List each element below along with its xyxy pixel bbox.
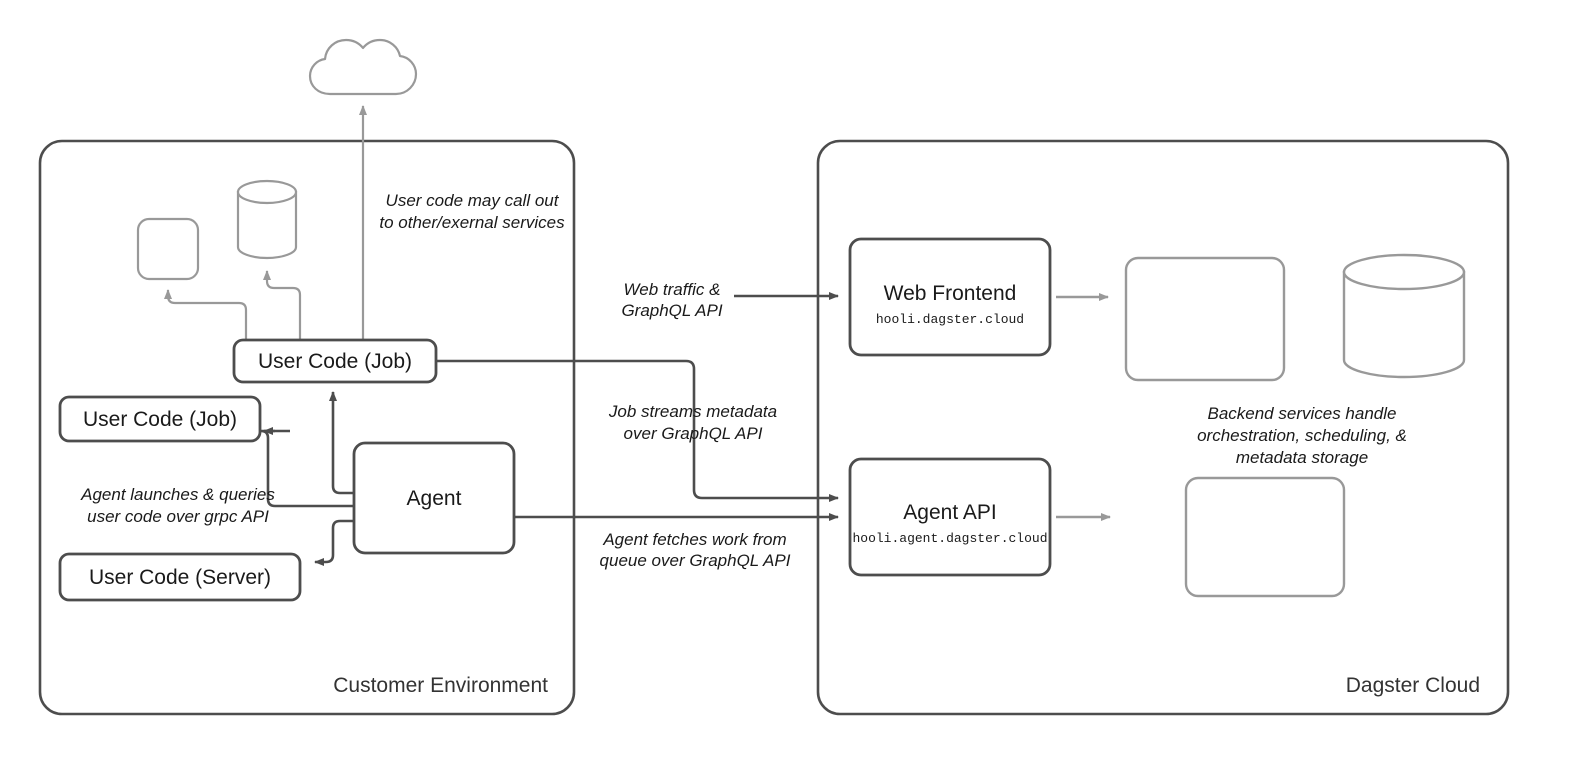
connector-agent-to-usercode-job-top — [329, 391, 354, 495]
node-agent-api-label: Agent API — [903, 501, 996, 524]
dagster-cloud-container — [816, 139, 1510, 716]
node-user-code-server[interactable] — [58, 552, 302, 602]
backend-database-icon — [1342, 253, 1466, 379]
node-user-code-job-top-label: User Code (Job) — [258, 350, 412, 373]
customer-environment-container — [38, 139, 576, 716]
node-agent[interactable] — [352, 441, 516, 555]
node-agent-api-sublabel: hooli.agent.dagster.cloud — [852, 531, 1047, 546]
annotation-job-streams-line1: Job streams metadata — [608, 402, 777, 421]
backend-queue-box — [1184, 476, 1346, 598]
connector-usercode-to-agent-api — [436, 359, 839, 502]
connector-agent-to-usercode-server — [314, 519, 354, 566]
node-user-code-server-label: User Code (Server) — [89, 566, 271, 589]
annotation-external-call-line1: User code may call out — [386, 191, 560, 210]
annotation-job-streams-line2: over GraphQL API — [624, 424, 763, 443]
node-web-frontend-sublabel: hooli.dagster.cloud — [876, 312, 1024, 327]
node-user-code-job-left-label: User Code (Job) — [83, 408, 237, 431]
annotation-agent-launches-line2: user code over grpc API — [87, 507, 269, 526]
connector-usercode-to-database — [263, 270, 302, 345]
dagster-cloud-label: Dagster Cloud — [1346, 674, 1480, 697]
annotation-external-call-line2: to other/exernal services — [379, 213, 565, 232]
connector-agent-to-usercode-job-left — [260, 429, 354, 508]
annotation-agent-fetches-line2: queue over GraphQL API — [600, 551, 791, 570]
node-web-frontend-label: Web Frontend — [884, 282, 1017, 305]
external-cloud-icon — [308, 38, 418, 96]
customer-environment-label: Customer Environment — [333, 674, 548, 697]
node-web-frontend[interactable] — [848, 237, 1052, 357]
external-service-icon — [136, 217, 200, 281]
annotation-web-traffic-line2: GraphQL API — [621, 301, 722, 320]
annotation-agent-fetches-line1: Agent fetches work from — [602, 530, 786, 549]
node-user-code-job-left[interactable] — [58, 395, 262, 443]
annotation-agent-launches-line1: Agent launches & queries — [80, 485, 275, 504]
backend-service-box — [1124, 256, 1286, 382]
annotation-backend-services-line1: Backend services handle — [1207, 404, 1396, 423]
annotation-backend-services-line3: metadata storage — [1236, 448, 1368, 467]
annotation-web-traffic-line1: Web traffic & — [624, 280, 721, 299]
node-agent-label: Agent — [407, 487, 462, 510]
node-agent-api[interactable] — [848, 457, 1052, 577]
annotation-backend-services-line2: orchestration, scheduling, & — [1197, 426, 1407, 445]
connector-usercode-to-service — [164, 289, 248, 345]
node-user-code-job-top[interactable] — [232, 338, 438, 384]
external-database-icon — [236, 179, 298, 260]
